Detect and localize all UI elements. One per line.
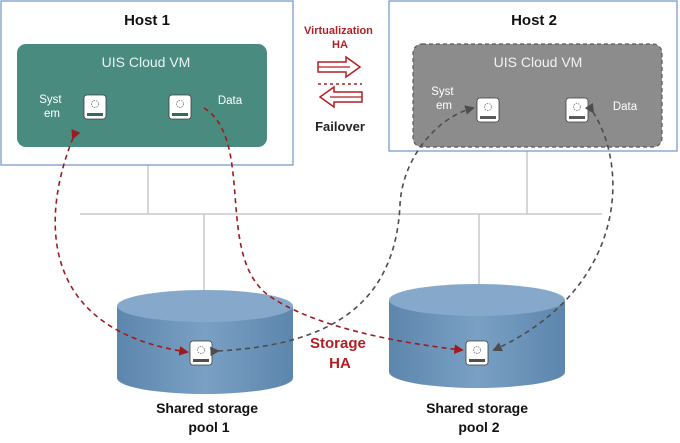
- vm-2-system-disk: [476, 97, 500, 123]
- disk-drive-icon: [565, 97, 589, 123]
- vm-1-data-disk: [168, 94, 192, 120]
- vm-2-data-disk: [565, 97, 589, 123]
- vm-2-panel: [412, 43, 663, 148]
- link-pool1-to-vm2-system: [210, 105, 475, 357]
- vm-1-panel: [17, 44, 267, 147]
- failover-label: Failover: [315, 119, 365, 134]
- outline-arrow-right-icon: [317, 55, 362, 79]
- pool-1-label: Shared storage pool 1: [156, 400, 262, 435]
- vm-1-system-disk: [83, 94, 107, 120]
- host-2-title: Host 2: [511, 12, 557, 29]
- virtualization-ha: Virtualization HA Failover: [304, 25, 376, 134]
- link-vm2-data-to-pool2: [492, 102, 614, 352]
- vm-2-label: UIS Cloud VM: [494, 54, 583, 70]
- pool-2-disk: [465, 340, 489, 366]
- vm-2-data-label: Data: [613, 101, 638, 113]
- disk-drive-icon: [465, 340, 489, 366]
- pool-2-label: Shared storage pool 2: [426, 400, 532, 435]
- storage-ha-label: Storage HA: [310, 335, 370, 372]
- storage-links: [54, 102, 614, 357]
- pool-1-cylinder-top: [117, 290, 293, 322]
- host-1: Host 1 UIS Cloud VM Syst em Data: [0, 0, 294, 166]
- disk-drive-icon: [83, 94, 107, 120]
- pool-2-cylinder-top: [389, 284, 565, 316]
- host-2: Host 2 UIS Cloud VM Syst em Data: [388, 0, 678, 152]
- network-lines: [80, 151, 602, 300]
- disk-drive-icon: [476, 97, 500, 123]
- vm-1-data-label: Data: [218, 95, 243, 107]
- vm-1-label: UIS Cloud VM: [102, 54, 191, 70]
- outline-arrow-left-icon: [318, 85, 363, 109]
- pool-1-disk: [189, 340, 213, 366]
- disk-drive-icon: [189, 340, 213, 366]
- storage-pool-2: [389, 284, 565, 388]
- virtualization-ha-label: Virtualization HA: [304, 25, 376, 51]
- disk-drive-icon: [168, 94, 192, 120]
- host-1-title: Host 1: [124, 12, 170, 29]
- vm-1-system-label: Syst em: [39, 94, 65, 120]
